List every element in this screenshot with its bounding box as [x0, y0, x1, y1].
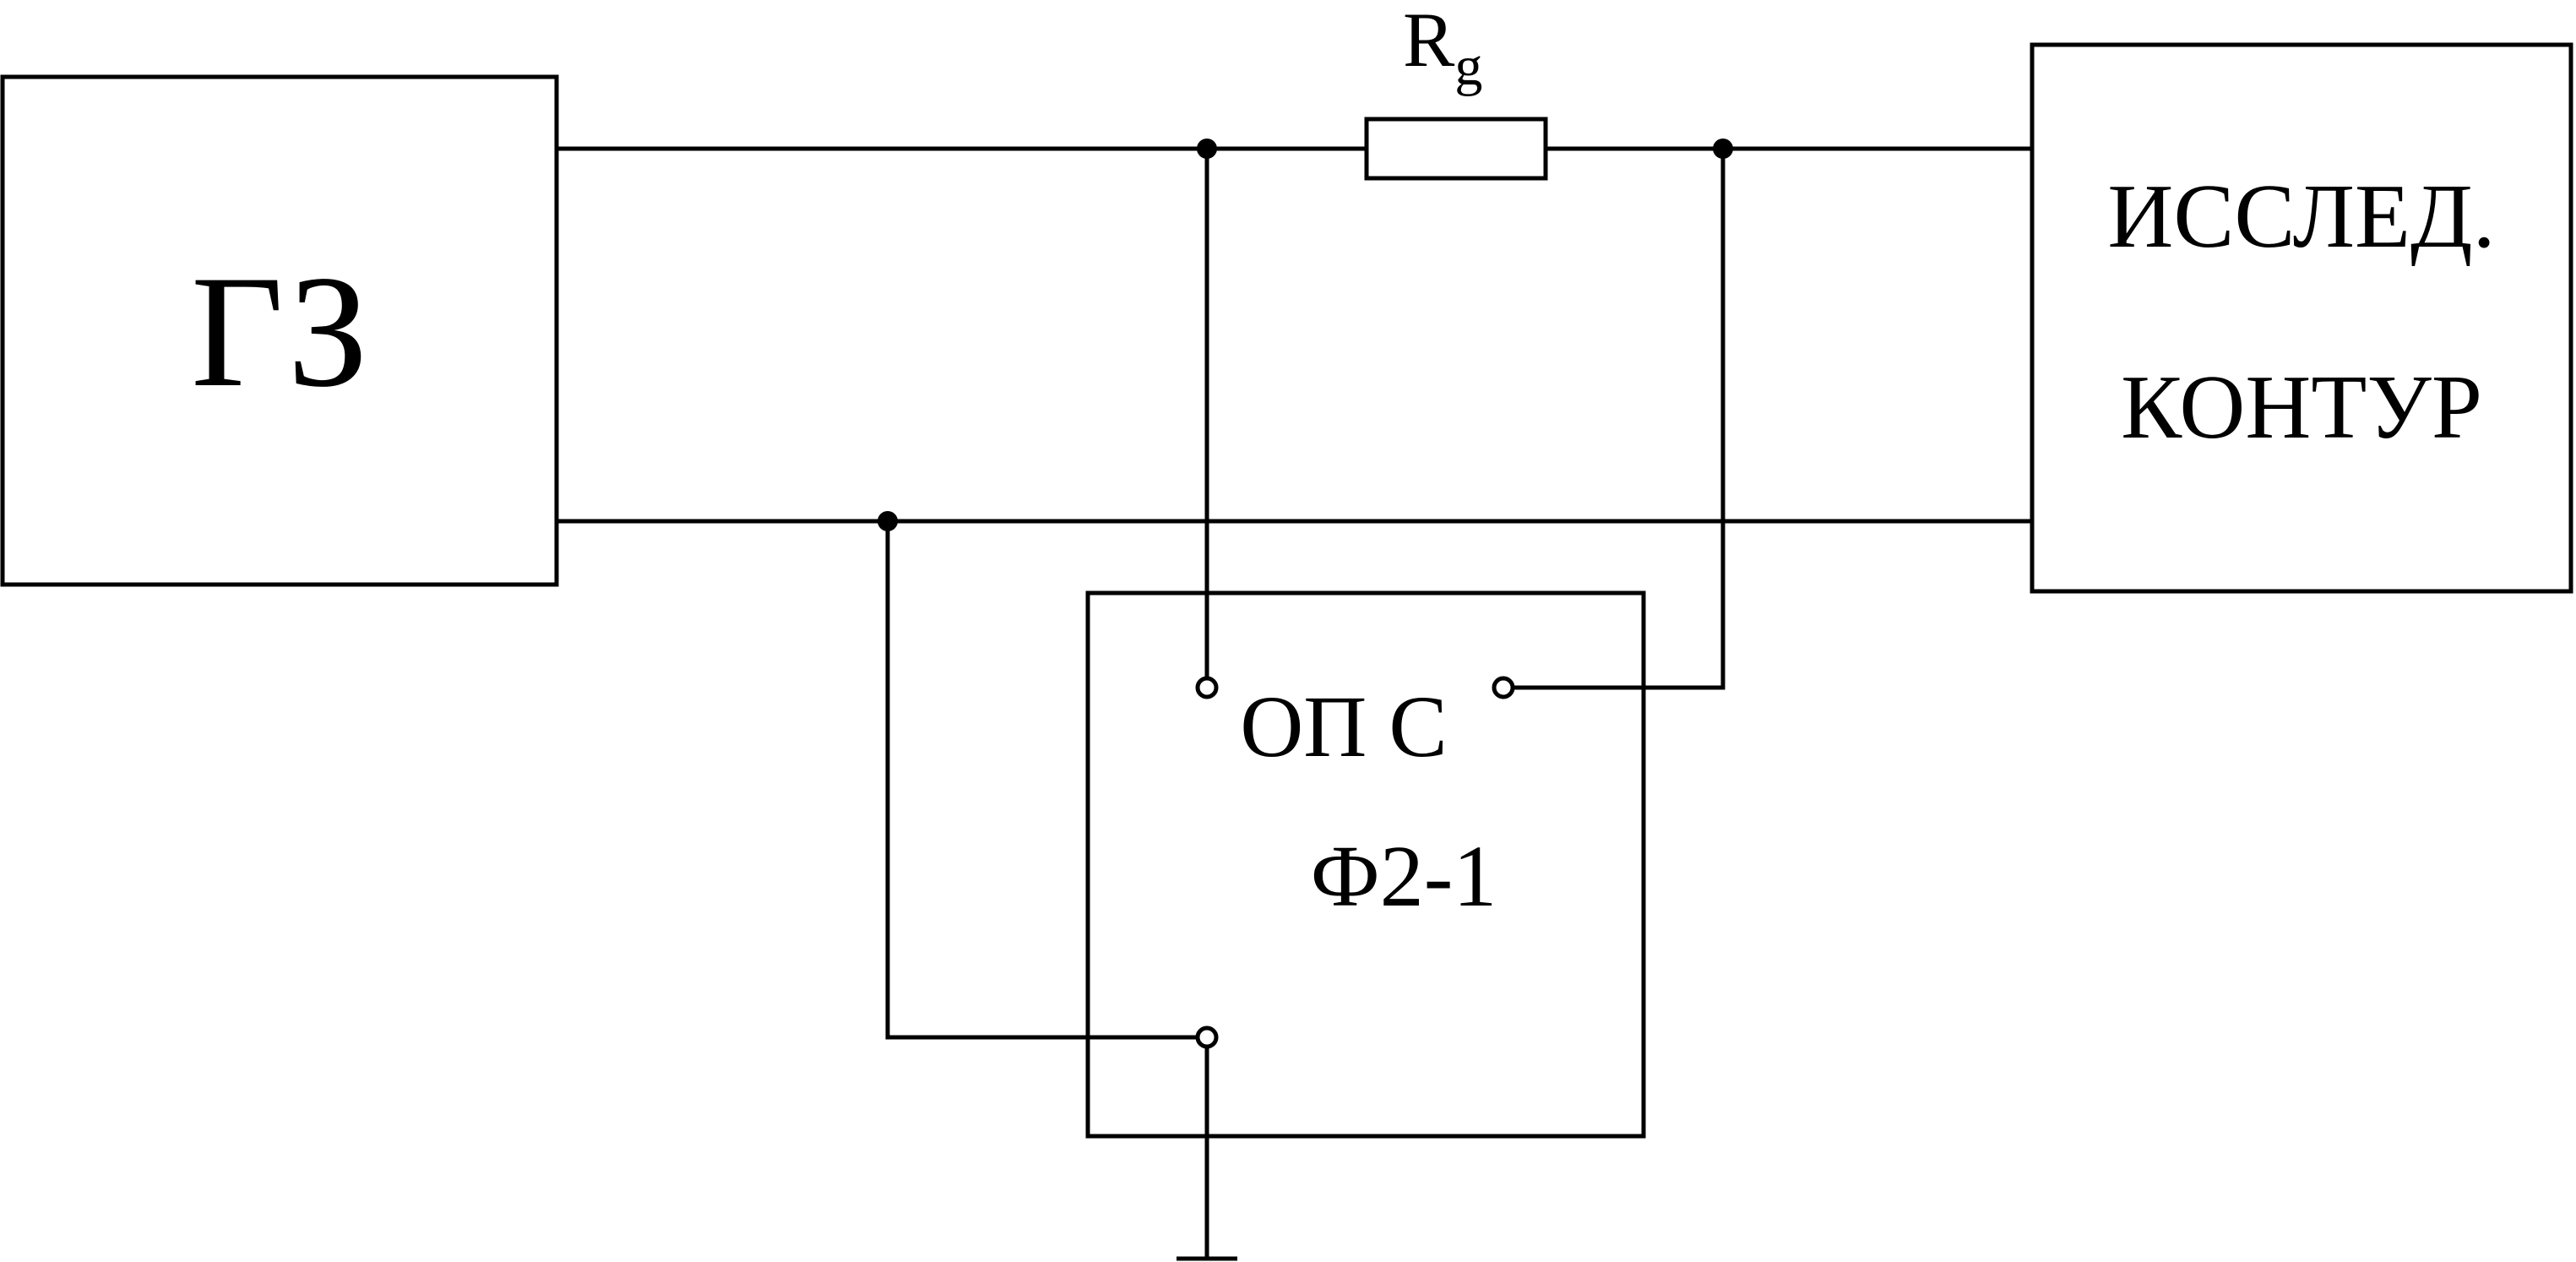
circuit-under-test-label-line1: ИССЛЕД. [2107, 166, 2495, 267]
circuit-under-test-block [2030, 42, 2573, 594]
resistor-subscript: g [1454, 35, 1482, 97]
junction-top-left [1197, 139, 1217, 159]
wire-node2-to-meter-c-terminal [1513, 149, 1725, 690]
resistor-symbol: R [1403, 0, 1455, 83]
generator-block [0, 74, 559, 587]
meter-label-line2: Ф2-1 [1311, 828, 1497, 925]
generator-label: ГЗ [191, 243, 368, 421]
junction-top-right [1713, 139, 1733, 159]
meter-input-terminal [1195, 676, 1219, 699]
meter-block [1085, 590, 1646, 1139]
meter-ground-terminal [1195, 1025, 1219, 1049]
wire-bottom-node-to-meter-ground-terminal [885, 521, 1196, 1040]
resistor-rg [1364, 117, 1548, 181]
resistor-label: Rg [1403, 0, 1482, 97]
meter-label-line1: ОП С [1240, 678, 1448, 775]
circuit-under-test-label-line2: КОНТУР [2121, 357, 2482, 458]
junction-bottom [878, 511, 898, 531]
meter-c-terminal [1492, 676, 1515, 699]
